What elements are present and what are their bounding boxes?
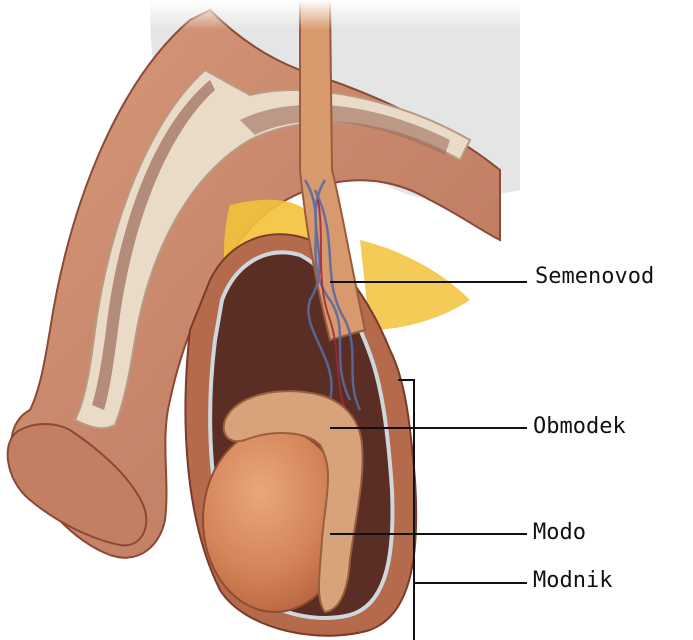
fat-tissue-right: [360, 240, 470, 330]
label-obmodek: Obmodek: [533, 416, 626, 438]
label-modo: Modo: [533, 522, 586, 544]
label-semenovod: Semenovod: [535, 266, 654, 288]
top-fade: [0, 0, 693, 30]
label-modnik: Modnik: [533, 570, 612, 592]
